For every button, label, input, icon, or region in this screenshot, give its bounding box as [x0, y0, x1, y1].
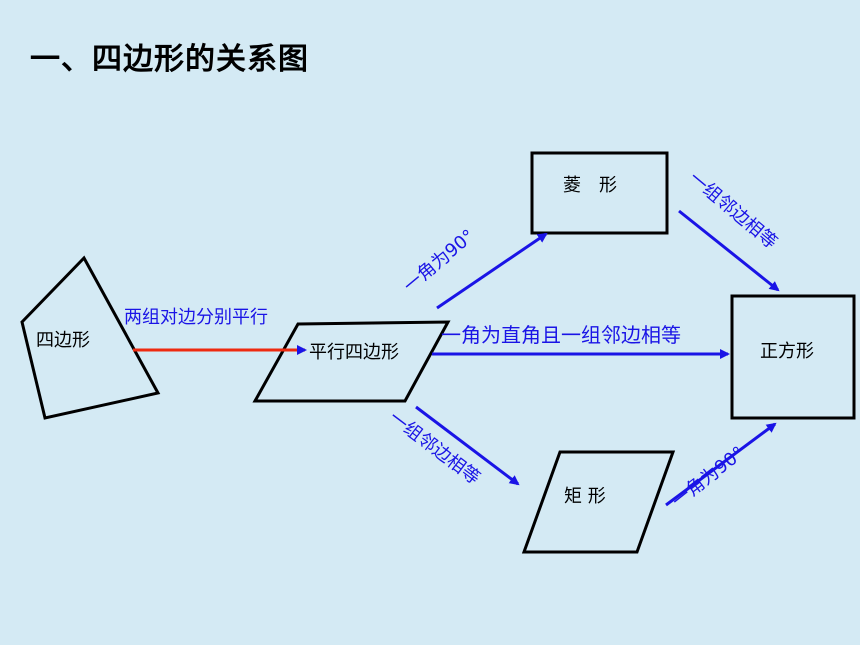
edge-label-right-angle-and-adjacent-equal: 一角为直角且一组邻边相等 — [441, 323, 681, 347]
rhombus-shape — [530, 151, 669, 235]
quadrilateral-label: 四边形 — [36, 330, 90, 351]
arrow-parallelogram-to-rectangle — [415, 405, 520, 486]
parallelogram-shape — [252, 320, 451, 403]
square-label: 正方形 — [760, 341, 814, 362]
square-shape — [730, 294, 856, 420]
rectangle-label: 矩 形 — [564, 486, 606, 507]
rectangle-shape — [521, 450, 676, 554]
parallelogram-label: 平行四边形 — [309, 342, 399, 363]
slide-title: 一、四边形的关系图 — [30, 42, 309, 77]
edge-label-two-pairs-parallel: 两组对边分别平行 — [124, 307, 268, 328]
arrow-parallelogram-to-rhombus — [436, 232, 548, 310]
edge-label-adjacent-equal-upper: 一组邻边相等 — [685, 168, 781, 254]
arrow-rectangle-to-square — [665, 422, 777, 507]
arrow-rhombus-to-square — [678, 209, 780, 292]
rhombus-label: 菱 形 — [563, 175, 617, 196]
quadrilateral-shape — [20, 255, 161, 420]
edge-label-one-angle-90-lower: 一角为90° — [668, 443, 749, 512]
